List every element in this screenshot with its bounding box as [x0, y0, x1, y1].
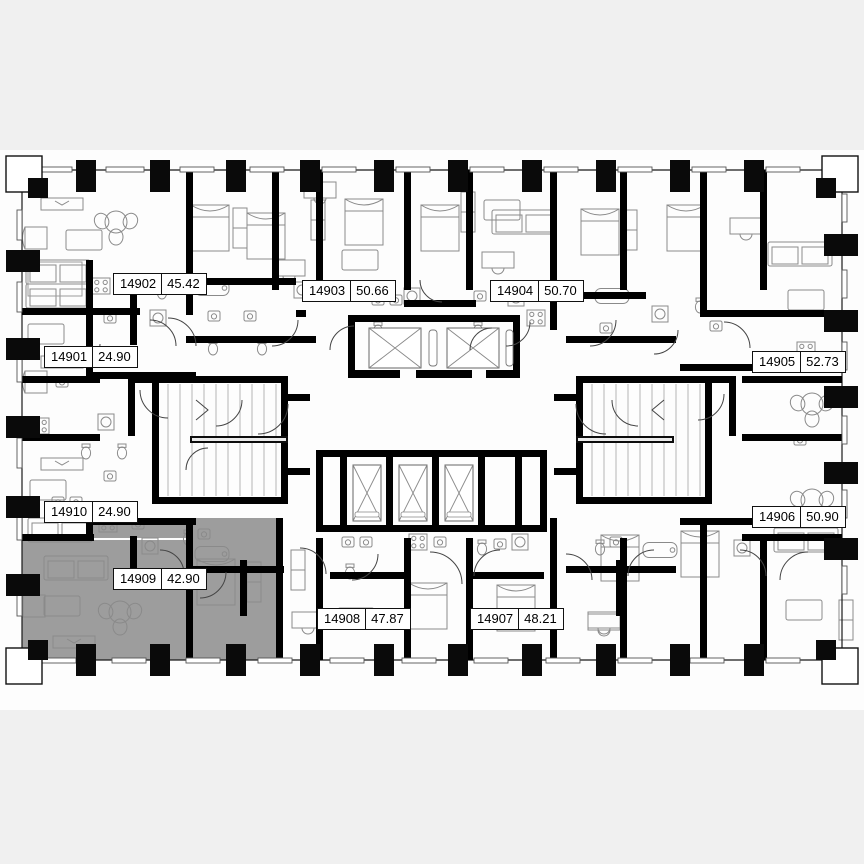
unit-area: 24.90	[98, 504, 131, 519]
unit-number: 14910	[45, 502, 94, 522]
unit-number: 14904	[491, 281, 540, 301]
unit-label-14905[interactable]: 14905 52.73	[752, 351, 846, 373]
unit-number: 14903	[303, 281, 352, 301]
unit-area: 50.90	[806, 509, 839, 524]
unit-number: 14907	[471, 609, 520, 629]
unit-label-14906[interactable]: 14906 50.90	[752, 506, 846, 528]
door-swings	[77, 279, 809, 599]
unit-area: 45.42	[167, 276, 200, 291]
elevator-north-1	[368, 327, 422, 369]
unit-label-14904[interactable]: 14904 50.70	[490, 280, 584, 302]
elevator-cabs	[352, 327, 514, 522]
unit-number: 14906	[753, 507, 802, 527]
unit-area: 24.90	[98, 349, 131, 364]
unit-area: 48.21	[524, 611, 557, 626]
unit-number: 14901	[45, 347, 94, 367]
corner-block-br	[816, 640, 859, 685]
unit-area: 42.90	[167, 571, 200, 586]
unit-area: 47.87	[371, 611, 404, 626]
furniture-layer	[20, 181, 854, 649]
unit-label-14901[interactable]: 14901 24.90	[44, 346, 138, 368]
unit-number: 14908	[318, 609, 367, 629]
unit-label-14907[interactable]: 14907 48.21	[470, 608, 564, 630]
unit-label-14903[interactable]: 14903 50.66	[302, 280, 396, 302]
corner-block-tr	[816, 155, 859, 198]
unit-area: 52.73	[806, 354, 839, 369]
unit-area: 50.70	[544, 283, 577, 298]
unit-number: 14902	[114, 274, 163, 294]
unit-label-14909[interactable]: 14909 42.90	[113, 568, 207, 590]
facade-windows	[16, 166, 848, 664]
stair-landings	[190, 399, 674, 443]
unit-label-14910[interactable]: 14910 24.90	[44, 501, 138, 523]
unit-area: 50.66	[356, 283, 389, 298]
unit-label-14902[interactable]: 14902 45.42	[113, 273, 207, 295]
corner-block-tl	[5, 155, 48, 198]
elevator-south-1	[352, 464, 382, 522]
elevator-south-3	[444, 464, 474, 522]
elevator-south-2	[398, 464, 428, 522]
perimeter-columns	[5, 155, 859, 685]
unit-label-14908[interactable]: 14908 47.87	[317, 608, 411, 630]
unit-number: 14905	[753, 352, 802, 372]
elevator-north-2	[446, 327, 500, 369]
plan-svg	[5, 155, 859, 685]
floor-plan-drawing	[0, 150, 864, 710]
unit-number: 14909	[114, 569, 163, 589]
corner-block-bl	[5, 640, 48, 685]
